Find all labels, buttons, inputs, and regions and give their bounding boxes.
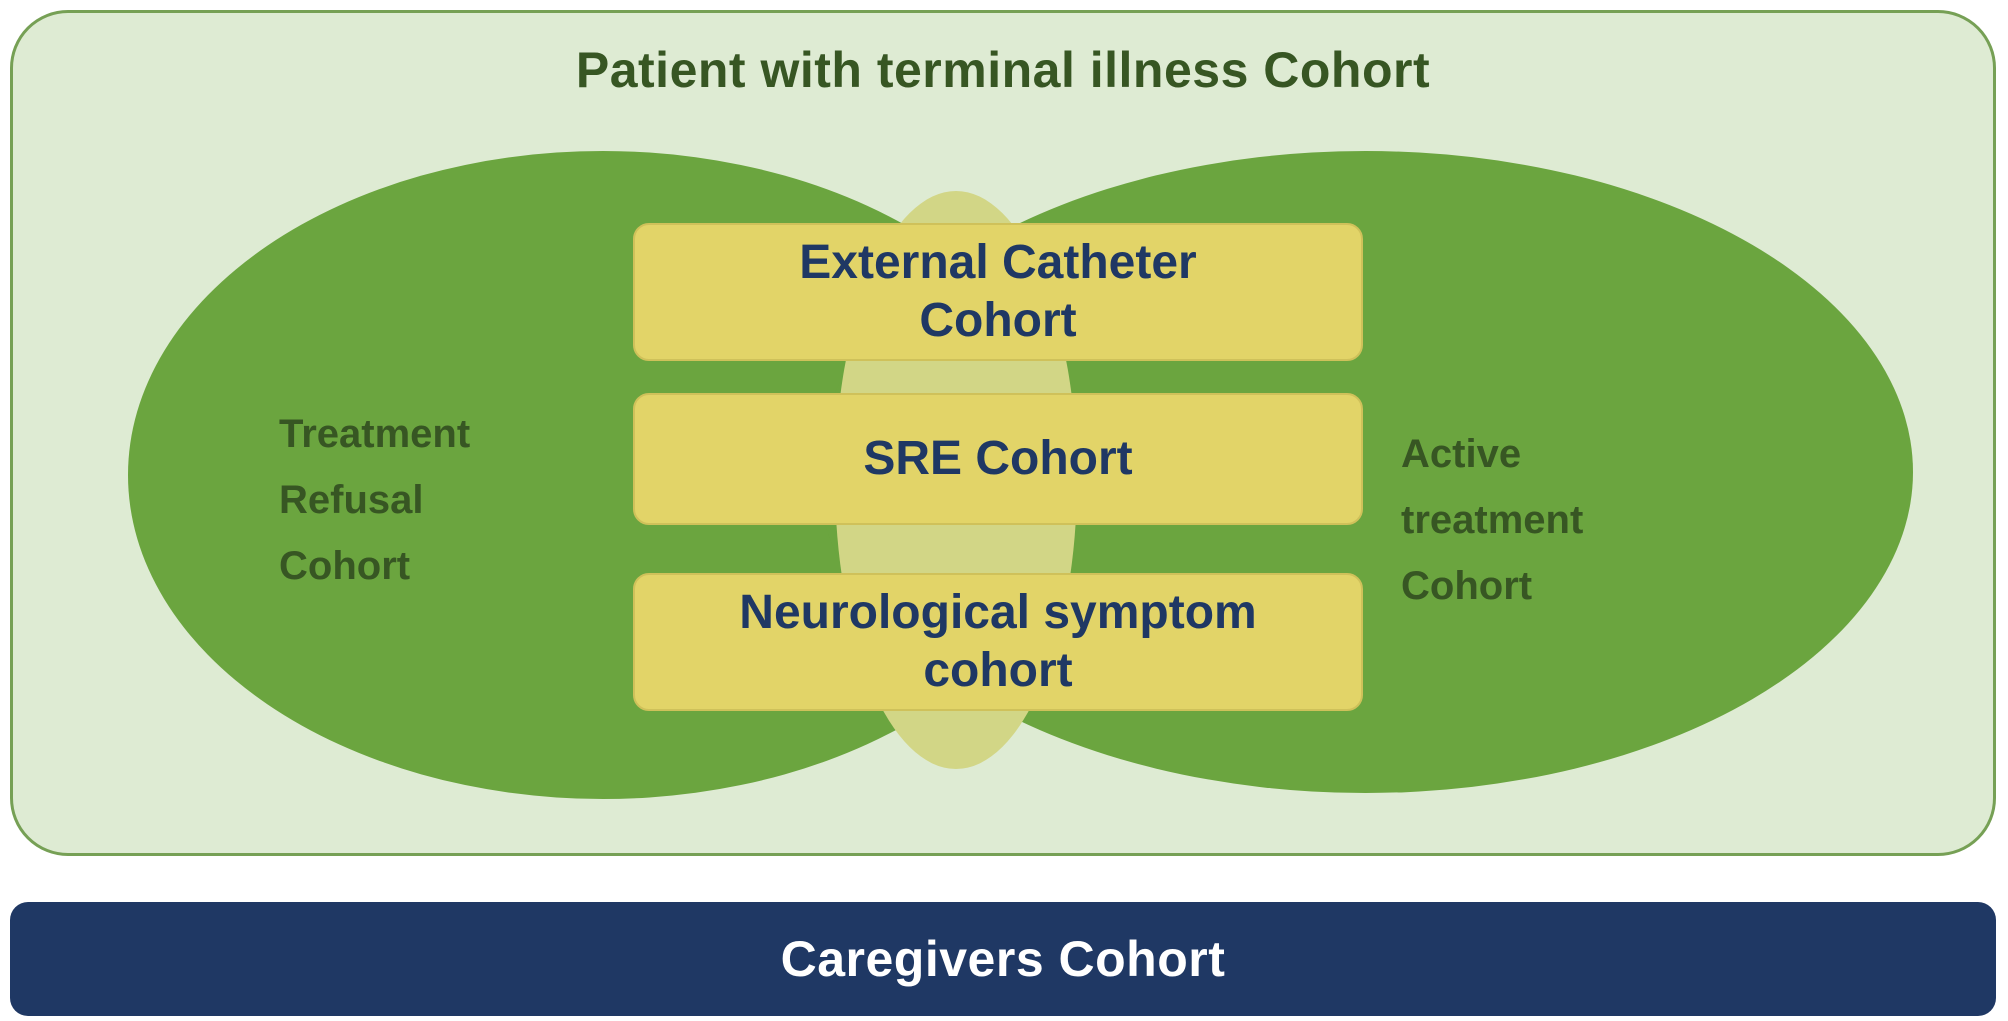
sre-cohort-line-1: SRE Cohort [863, 432, 1133, 485]
active-treatment-label: Active treatment Cohort [1401, 421, 1583, 619]
caregivers-cohort-bar: Caregivers Cohort [10, 902, 1996, 1016]
external-catheter-line-2: Cohort [919, 294, 1077, 347]
neurological-symptom-line-2: cohort [923, 644, 1073, 697]
neurological-symptom-line-1: Neurological symptom [739, 586, 1257, 639]
external-catheter-line-1: External Catheter [799, 236, 1197, 289]
sre-cohort-box: SRE Cohort [633, 393, 1363, 525]
neurological-symptom-cohort-box: Neurological symptom cohort [633, 573, 1363, 711]
active-treatment-label-line-3: Cohort [1401, 564, 1533, 608]
active-treatment-label-line-1: Active [1401, 432, 1522, 476]
treatment-refusal-label-line-1: Treatment [279, 412, 471, 456]
treatment-refusal-label-line-3: Cohort [279, 544, 411, 588]
patient-terminal-illness-title: Patient with terminal illness Cohort [575, 42, 1431, 98]
external-catheter-cohort-box: External Catheter Cohort [633, 223, 1363, 361]
active-treatment-label-line-2: treatment [1401, 498, 1584, 542]
treatment-refusal-label: Treatment Refusal Cohort [279, 401, 470, 599]
patient-terminal-illness-panel: Patient with terminal illness Cohort Tre… [10, 10, 1996, 856]
caregivers-cohort-label: Caregivers Cohort [780, 931, 1226, 987]
treatment-refusal-label-line-2: Refusal [279, 478, 424, 522]
